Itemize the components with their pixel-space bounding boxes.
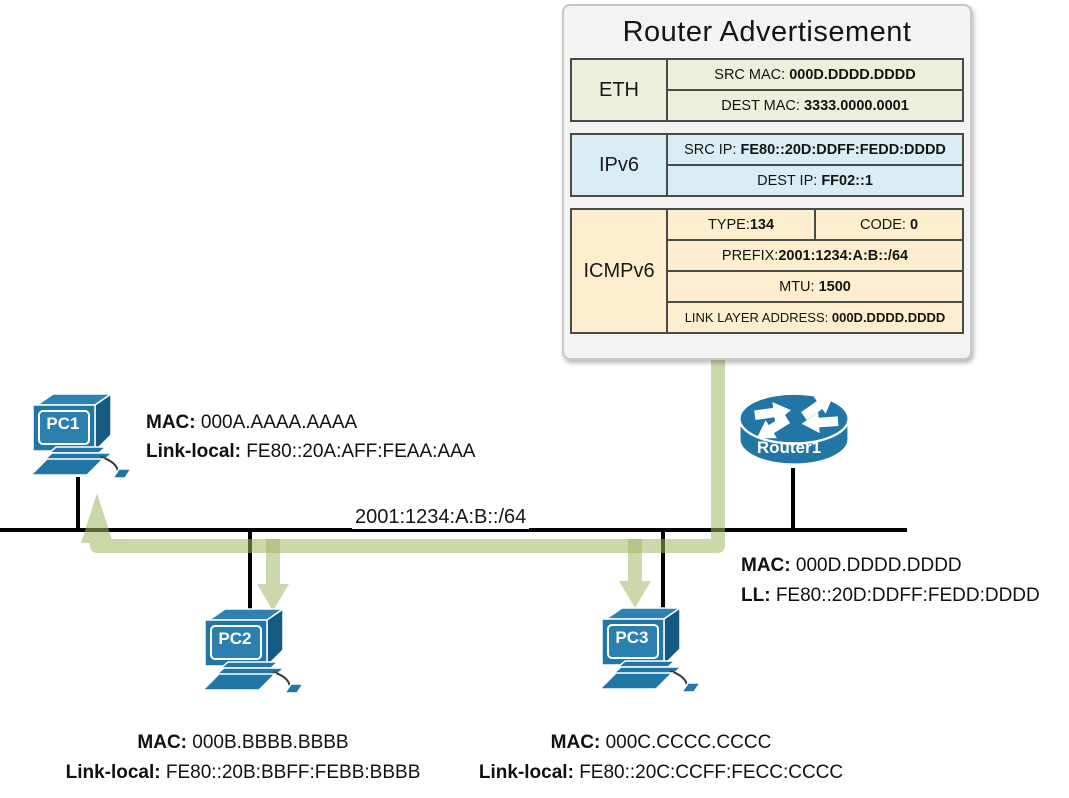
icmpv6-type-value: 134	[749, 216, 775, 233]
pc2-device: PC2	[200, 606, 306, 698]
ipv6-src-ip-cell: SRC IP: FE80::20D:DDFF:FEDD:DDDD	[666, 133, 964, 166]
router-icon	[738, 386, 850, 466]
ipv6-src-ip-label: SRC IP:	[684, 141, 741, 158]
router1-name-label: Router1	[756, 438, 822, 458]
pc3-ll-value: FE80::20C:CCFF:FECC:CCCC	[579, 762, 844, 783]
pc1-address-block: MAC: 000A.AAAA.AAAA Link-local: FE80::20…	[146, 408, 475, 466]
pc2-ll-value: FE80::20B:BBFF:FEBB:BBBB	[165, 762, 421, 783]
subnet-prefix-label: 2001:1234:A:B::/64	[352, 506, 530, 529]
eth-src-mac-value: 000D.DDDD.DDDD	[789, 66, 916, 83]
flow-arrow-down-pc3	[619, 539, 651, 608]
eth-src-mac-label: SRC MAC:	[714, 66, 790, 83]
pc1-mac-label: MAC:	[146, 412, 201, 433]
router-address-block: MAC: 000D.DDDD.DDDD LL: FE80::20D:DDFF:F…	[741, 551, 1040, 611]
pc2-mac-value: 000B.BBBB.BBBB	[192, 732, 349, 753]
ipv6-header-table: IPv6 SRC IP: FE80::20D:DDFF:FEDD:DDDD DE…	[570, 133, 964, 197]
ipv6-header-label: IPv6	[570, 133, 668, 197]
pc1-mac-line: MAC: 000A.AAAA.AAAA	[146, 408, 475, 437]
pc2-address-block: MAC: 000B.BBBB.BBBB Link-local: FE80::20…	[52, 728, 434, 788]
pc1-device: PC1	[28, 391, 134, 483]
pc2-mac-line: MAC: 000B.BBBB.BBBB	[52, 728, 434, 758]
router-ll-line: LL: FE80::20D:DDFF:FEDD:DDDD	[741, 581, 1040, 611]
ipv6-dest-ip-cell: DEST IP: FF02::1	[666, 164, 964, 197]
pc3-mac-label: MAC:	[550, 732, 606, 753]
eth-dest-mac-cell: DEST MAC: 3333.0000.0001	[666, 89, 964, 122]
icmpv6-lla-cell: LINK LAYER ADDRESS: 000D.DDDD.DDDD	[666, 301, 964, 334]
pc3-device: PC3	[597, 605, 703, 697]
pc1-ll-line: Link-local: FE80::20A:AFF:FEAA:AAA	[146, 437, 475, 466]
icmpv6-prefix-value: 2001:1234:A:B::/64	[778, 247, 909, 264]
pc3-mac-value: 000C.CCCC.CCCC	[605, 732, 772, 753]
router-mac-label: MAC:	[741, 555, 796, 576]
eth-dest-mac-value: 3333.0000.0001	[803, 97, 909, 114]
pc3-name-label: PC3	[615, 628, 649, 648]
router-mac-line: MAC: 000D.DDDD.DDDD	[741, 551, 1040, 581]
pc1-mac-value: 000A.AAAA.AAAA	[200, 412, 358, 433]
pc1-ll-value: FE80::20A:AFF:FEAA:AAA	[246, 441, 476, 462]
eth-src-mac-cell: SRC MAC: 000D.DDDD.DDDD	[666, 58, 964, 91]
pc2-ll-line: Link-local: FE80::20B:BBFF:FEBB:BBBB	[52, 758, 434, 788]
flow-arrow-up-pc1	[81, 493, 113, 543]
icmpv6-mtu-label: MTU:	[779, 278, 819, 295]
icmpv6-code-value: 0	[909, 216, 919, 233]
pc2-mac-label: MAC:	[137, 732, 193, 753]
icmpv6-header-label: ICMPv6	[570, 208, 668, 334]
ipv6-dest-ip-label: DEST IP:	[757, 172, 822, 189]
pc1-name-label: PC1	[46, 414, 80, 434]
icmpv6-prefix-cell: PREFIX:2001:1234:A:B::/64	[666, 239, 964, 272]
pc2-name-label: PC2	[218, 629, 252, 649]
router-advertisement-packet-box: Router Advertisement ETH SRC MAC: 000D.D…	[562, 4, 972, 360]
eth-header-label: ETH	[570, 58, 668, 122]
pc3-mac-line: MAC: 000C.CCCC.CCCC	[465, 728, 857, 758]
icmpv6-prefix-label: PREFIX:	[721, 247, 779, 264]
router-mac-value: 000D.DDDD.DDDD	[795, 555, 962, 576]
flow-path-group	[81, 357, 725, 553]
router1-device: Router1	[731, 386, 857, 478]
icmpv6-header-table: ICMPv6 TYPE:134 CODE: 0 PREFIX:2001:1234…	[570, 208, 964, 334]
icmpv6-code-cell: CODE: 0	[814, 208, 964, 241]
icmpv6-mtu-cell: MTU: 1500	[666, 270, 964, 303]
flow-arrow-down-pc2	[257, 539, 289, 611]
pc3-ll-label: Link-local:	[478, 762, 580, 783]
router-ll-label: LL:	[741, 585, 776, 606]
pc1-ll-label: Link-local:	[146, 441, 247, 462]
icmpv6-mtu-value: 1500	[818, 278, 851, 295]
packet-title: Router Advertisement	[622, 16, 912, 48]
icmpv6-lla-value: 000D.DDDD.DDDD	[831, 310, 946, 325]
icmpv6-type-cell: TYPE:134	[666, 208, 816, 241]
icmpv6-code-label: CODE:	[859, 216, 910, 233]
pc2-ll-label: Link-local:	[65, 762, 166, 783]
ipv6-dest-ip-value: FF02::1	[821, 172, 873, 189]
ipv6-src-ip-value: FE80::20D:DDFF:FEDD:DDDD	[740, 141, 946, 158]
eth-dest-mac-label: DEST MAC:	[721, 97, 804, 114]
icmpv6-lla-label: LINK LAYER ADDRESS:	[684, 310, 832, 325]
pc3-address-block: MAC: 000C.CCCC.CCCC Link-local: FE80::20…	[465, 728, 857, 788]
eth-header-table: ETH SRC MAC: 000D.DDDD.DDDD DEST MAC: 33…	[570, 58, 964, 122]
router-ll-value: FE80::20D:DDFF:FEDD:DDDD	[775, 585, 1040, 606]
icmpv6-type-label: TYPE:	[707, 216, 750, 233]
pc3-ll-line: Link-local: FE80::20C:CCFF:FECC:CCCC	[465, 758, 857, 788]
